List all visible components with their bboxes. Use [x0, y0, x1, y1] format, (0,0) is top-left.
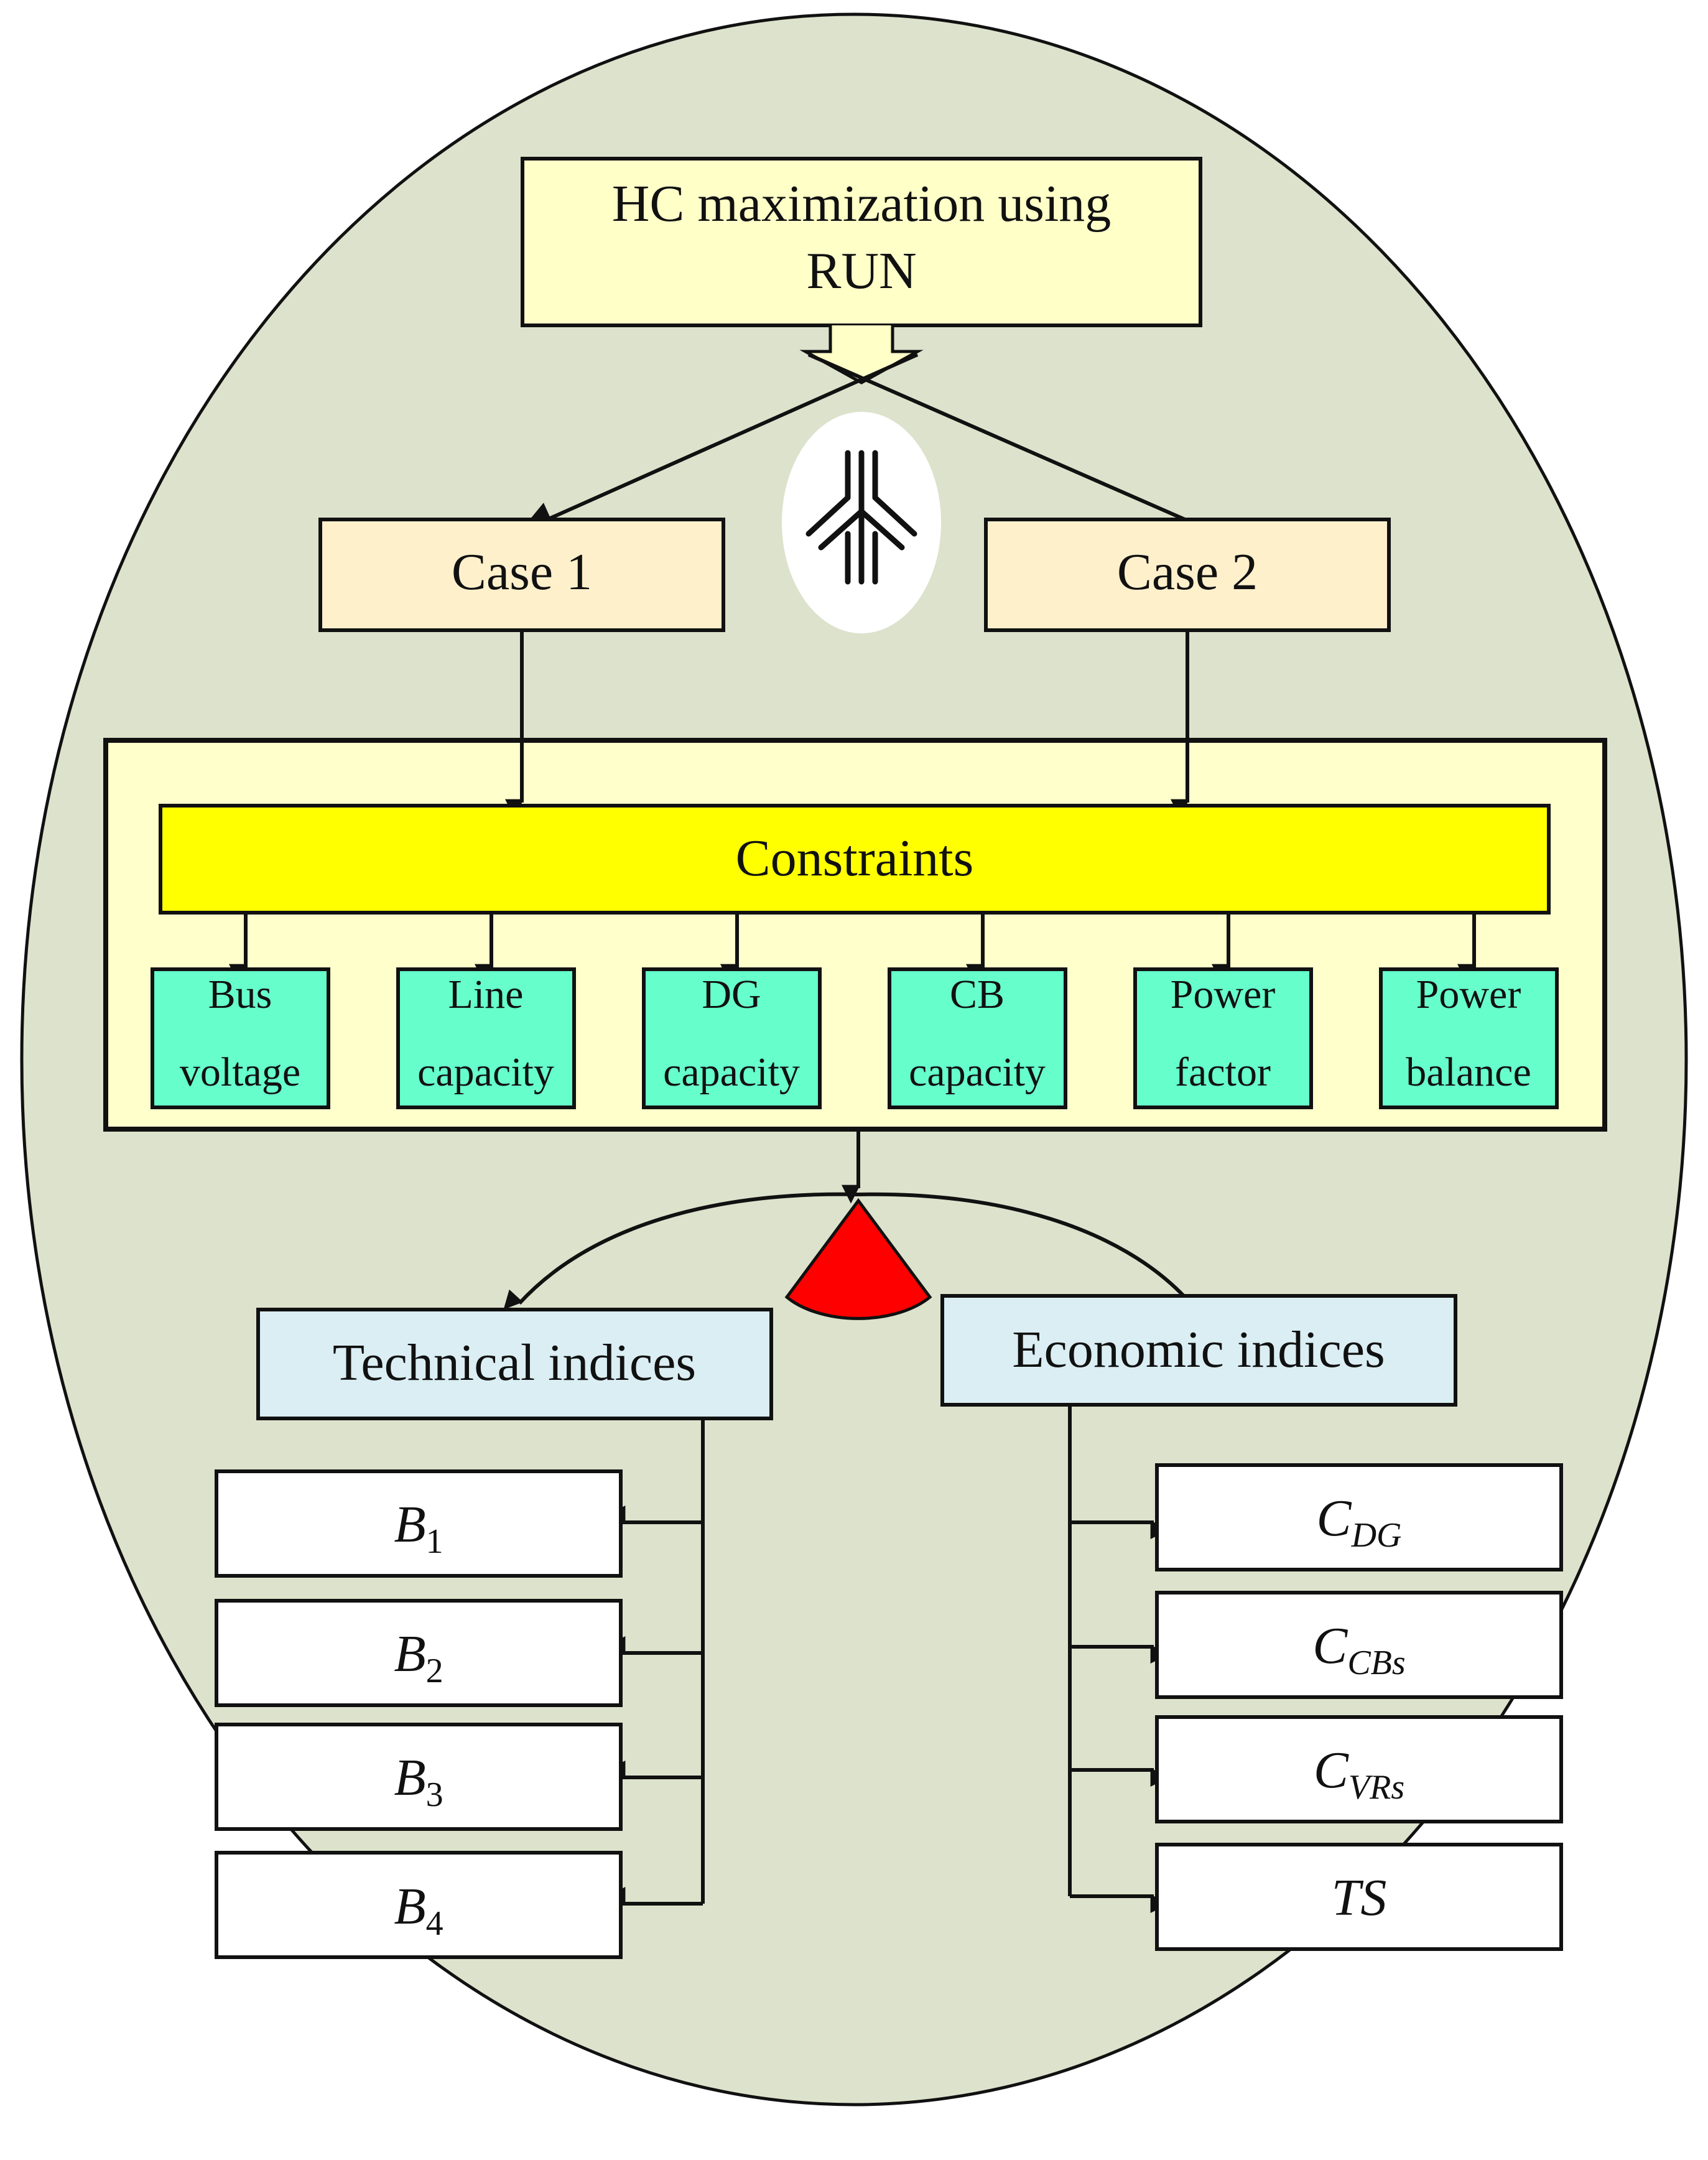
leaf-main: C	[1317, 1489, 1352, 1547]
case-2-label: Case 2	[1117, 543, 1258, 601]
technical-indices-box	[256, 1308, 773, 1420]
leaf-main: B	[394, 1878, 425, 1935]
arrow-to-case-2	[807, 353, 1196, 534]
constraint-item-arrows	[229, 913, 1476, 983]
economic-indices-box	[940, 1294, 1457, 1407]
case-1-label: Case 1	[452, 543, 592, 601]
leaf-sub: CBs	[1347, 1644, 1405, 1682]
red-sector-icon	[784, 1198, 932, 1320]
constraint-item: Line capacity	[396, 967, 576, 1109]
constraint-item-line2: capacity	[909, 1050, 1046, 1095]
svg-text:B1: B1	[394, 1496, 443, 1561]
curve-arrow-to-technical	[503, 1192, 859, 1310]
hc-maximization-line2: RUN	[806, 242, 916, 300]
leaf-sub: 2	[426, 1652, 443, 1690]
constraint-item: Power factor	[1133, 967, 1313, 1109]
constraint-item-line2: factor	[1175, 1050, 1271, 1095]
svg-text:B2: B2	[394, 1625, 443, 1690]
hc-maximization-box	[521, 157, 1202, 327]
technical-leaf: B1	[215, 1469, 623, 1578]
constraint-item: Power balance	[1379, 967, 1559, 1109]
economic-leaf: TS	[1155, 1843, 1563, 1951]
technical-leaf: B2	[215, 1599, 623, 1707]
split-arrows-icon	[805, 450, 917, 585]
constraint-item-line1: CB	[950, 972, 1005, 1017]
constraint-item-line1: Power	[1171, 972, 1276, 1017]
hc-maximization-line1: HC maximization using	[612, 175, 1112, 233]
leaf-main: B	[394, 1749, 425, 1807]
hollow-down-arrow	[799, 325, 924, 384]
leaf-main: B	[394, 1496, 425, 1553]
constraints-bar	[159, 804, 1551, 915]
curve-arrow-to-economic	[858, 1192, 1190, 1314]
economic-leaf: CCBs	[1155, 1591, 1563, 1699]
leaf-main: B	[394, 1625, 425, 1683]
constraint-item-line2: capacity	[417, 1050, 554, 1095]
case-1-box	[318, 518, 725, 632]
constraint-item: CB capacity	[888, 967, 1067, 1109]
leaf-sub: 4	[426, 1904, 443, 1943]
svg-text:CCBs: CCBs	[1312, 1617, 1405, 1682]
leaf-sub: 1	[426, 1522, 443, 1561]
leaf-sub: 3	[426, 1776, 443, 1814]
constraint-item-line1: Bus	[208, 972, 272, 1017]
constraint-item-line2: voltage	[180, 1050, 300, 1095]
svg-text:CDG: CDG	[1317, 1489, 1402, 1555]
leaf-main: C	[1314, 1741, 1349, 1799]
constraint-item-line1: DG	[702, 972, 761, 1017]
constraint-item: DG capacity	[642, 967, 822, 1109]
economic-leaf: CDG	[1155, 1463, 1563, 1571]
constraint-item-line2: balance	[1406, 1050, 1531, 1095]
leaf-main: TS	[1332, 1869, 1387, 1927]
economic-indices-label: Economic indices	[1012, 1321, 1385, 1379]
svg-text:B4: B4	[394, 1878, 443, 1943]
case-2-box	[984, 518, 1391, 632]
technical-indices-label: Technical indices	[333, 1334, 696, 1392]
svg-text:B3: B3	[394, 1749, 443, 1814]
svg-text:TS: TS	[1332, 1869, 1387, 1927]
leaf-sub: DG	[1351, 1516, 1402, 1555]
technical-leaf: B4	[215, 1851, 623, 1959]
arrow-to-case-1	[530, 353, 919, 521]
svg-text:CVRs: CVRs	[1314, 1741, 1404, 1807]
constraint-item-line1: Line	[448, 972, 524, 1017]
constraint-item-line2: capacity	[663, 1050, 800, 1095]
constraints-title: Constraints	[736, 829, 974, 887]
constraint-item-line1: Power	[1416, 972, 1521, 1017]
economic-leaf: CVRs	[1155, 1715, 1563, 1823]
technical-leaf: B3	[215, 1723, 623, 1831]
technical-leaf-arrows	[606, 1506, 703, 1906]
leaf-sub: VRs	[1348, 1768, 1404, 1807]
constraint-item: Bus voltage	[151, 967, 330, 1109]
leaf-main: C	[1312, 1617, 1348, 1675]
economic-leaf-arrows	[1070, 1520, 1169, 1913]
